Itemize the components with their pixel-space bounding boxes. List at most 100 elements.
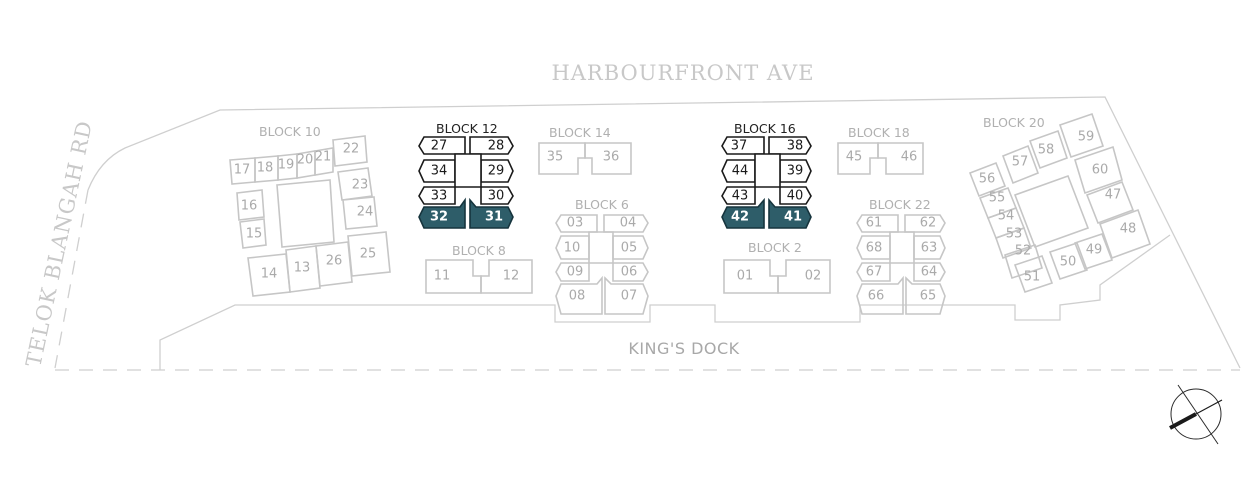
selected-unit-shape[interactable]: [469, 197, 514, 229]
unit-label-09: 09: [567, 265, 584, 280]
unit-outline: [588, 231, 614, 264]
block-14[interactable]: BLOCK 14 35 36: [538, 125, 632, 175]
unit-outline: [877, 142, 924, 175]
unit-label-11: 11: [434, 269, 451, 284]
unit-outline: [315, 241, 353, 287]
unit-label-22: 22: [343, 142, 360, 157]
unit-outline: [1013, 254, 1054, 294]
unit-outline: [555, 235, 590, 260]
unit-label-61: 61: [866, 216, 883, 231]
unit-outline: [968, 161, 1007, 198]
block-label: BLOCK 20: [983, 115, 1045, 130]
block-10[interactable]: BLOCK 10 17 18 19 20 21 22 16 15 23 24 1…: [229, 124, 391, 297]
unit-outline: [236, 189, 265, 221]
unit-outline: [480, 259, 533, 294]
unit-label-53: 53: [1006, 227, 1023, 242]
unit-label-67: 67: [866, 265, 883, 280]
unit-label-55: 55: [989, 191, 1006, 206]
block-16[interactable]: BLOCK 16 37 38 44 39 43 40 42 41: [721, 121, 812, 229]
selected-unit-shape[interactable]: [768, 197, 812, 229]
road-label-harbourfront: HARBOURFRONT AVE: [551, 61, 814, 85]
unit-outline: [777, 259, 831, 294]
unit-label-10: 10: [564, 241, 581, 256]
unit-label-17: 17: [234, 163, 251, 178]
unit-label-36: 36: [603, 150, 620, 165]
unit-label-26: 26: [326, 254, 343, 269]
unit-outline: [454, 153, 482, 188]
block-20[interactable]: BLOCK 20 59 57 58 56 60 55 47 54 53 48 5…: [968, 112, 1152, 294]
unit-outline: [913, 262, 946, 282]
unit-outline: [721, 186, 756, 205]
unit-outline: [469, 136, 514, 155]
block-22[interactable]: BLOCK 22 61 62 68 63 67 64 66 65: [856, 197, 946, 315]
unit-outline: [555, 262, 590, 282]
block-18[interactable]: BLOCK 18 45 46: [837, 125, 924, 175]
unit-label-05: 05: [621, 241, 638, 256]
unit-outline: [418, 186, 456, 205]
unit-label-60: 60: [1092, 163, 1109, 178]
unit-label-46: 46: [901, 150, 918, 165]
unit-label-03: 03: [567, 216, 584, 231]
unit-outline: [856, 275, 904, 315]
unit-label-28: 28: [488, 139, 505, 154]
unit-label-38: 38: [787, 139, 804, 154]
unit-label-15: 15: [246, 227, 263, 242]
block-12[interactable]: BLOCK 12 27 28 34 29 33 30 32 31: [418, 121, 514, 229]
unit-label-35: 35: [547, 150, 564, 165]
unit-outline: [1048, 241, 1089, 281]
block-8[interactable]: BLOCK 8 11 12: [425, 243, 533, 294]
unit-label-50: 50: [1060, 255, 1077, 270]
block-label: BLOCK 10: [259, 124, 321, 139]
unit-outline: [754, 153, 781, 188]
block-6[interactable]: BLOCK 6 03 04 10 05 09 06 08 07: [555, 197, 649, 315]
block-label: BLOCK 22: [869, 197, 931, 212]
unit-outline: [418, 159, 456, 183]
unit-outline: [889, 231, 915, 264]
unit-label-40: 40: [787, 189, 804, 204]
unit-outline: [768, 136, 812, 155]
block-label: BLOCK 6: [575, 197, 629, 212]
unit-label-23: 23: [352, 178, 369, 193]
unit-outline: [604, 276, 649, 315]
unit-label-30: 30: [488, 189, 505, 204]
unit-label-51: 51: [1024, 270, 1041, 285]
unit-outline: [239, 218, 267, 249]
unit-outline: [285, 245, 321, 293]
unit-label-01: 01: [737, 269, 754, 284]
unit-label-64: 64: [921, 265, 938, 280]
unit-label-65: 65: [920, 289, 937, 304]
unit-outline: [721, 159, 756, 183]
selected-unit-shape[interactable]: [721, 197, 765, 229]
unit-outline: [314, 147, 334, 176]
unit-outline: [1058, 112, 1105, 159]
unit-outline: [347, 231, 391, 277]
unit-label-68: 68: [866, 241, 883, 256]
unit-outline: [555, 214, 598, 233]
unit-label-56: 56: [979, 172, 996, 187]
unit-outline: [276, 179, 335, 248]
block-label: BLOCK 8: [452, 243, 506, 258]
block-2[interactable]: BLOCK 2 01 02: [723, 240, 831, 294]
north-arrow-icon: [1169, 384, 1223, 445]
unit-label-45: 45: [846, 150, 863, 165]
unit-outline: [1085, 180, 1135, 225]
block-label: BLOCK 14: [549, 125, 611, 140]
unit-outline: [904, 214, 946, 233]
unit-label-12: 12: [503, 269, 520, 284]
block-label: BLOCK 12: [436, 121, 498, 136]
unit-outline: [584, 142, 632, 175]
block-label: BLOCK 18: [848, 125, 910, 140]
selected-unit-shape[interactable]: [418, 197, 466, 229]
unit-label-24: 24: [357, 205, 374, 220]
unit-label-18: 18: [257, 161, 274, 176]
unit-outline: [337, 167, 373, 201]
unit-label-57: 57: [1012, 155, 1029, 170]
unit-label-63: 63: [921, 241, 938, 256]
unit-outline: [332, 135, 368, 167]
unit-label-66: 66: [868, 289, 885, 304]
site-boundary-west-dashed: [54, 189, 89, 369]
unit-label-39: 39: [787, 164, 804, 179]
unit-label-44: 44: [732, 164, 749, 179]
unit-label-54: 54: [998, 209, 1015, 224]
